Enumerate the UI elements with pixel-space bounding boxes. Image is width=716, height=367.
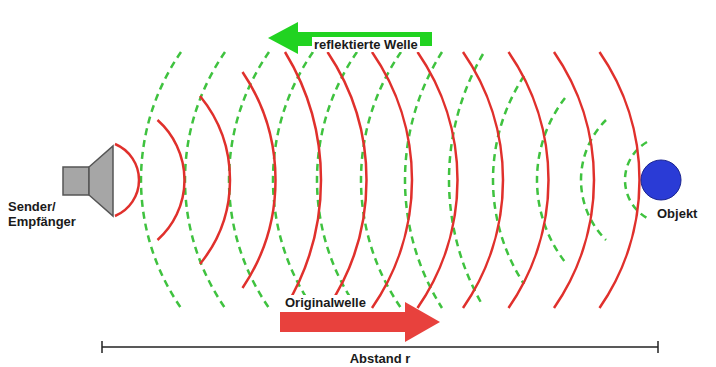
wave-label: Originalwelle <box>283 295 368 310</box>
reflected-arrow <box>268 22 432 54</box>
reflected-wavefront <box>229 52 269 308</box>
speaker-symbol <box>63 146 113 216</box>
original-wavefront <box>554 52 594 308</box>
wave-fronts <box>115 52 647 308</box>
original-wavefront <box>115 144 139 216</box>
original-wavefront <box>372 52 412 308</box>
original-wavefront <box>600 52 640 308</box>
reflected-wavefront <box>405 52 442 308</box>
reflected-wavefront <box>141 52 181 308</box>
original-wavefront <box>328 52 367 308</box>
original-wavefront <box>418 52 458 308</box>
object-label: Objekt <box>657 206 697 221</box>
original-wavefront <box>463 52 503 308</box>
device-label: Sender/ Empfänger <box>8 199 108 229</box>
reflected-wavefront <box>185 52 225 308</box>
distance-label: Abstand r <box>348 351 413 366</box>
reflected-wavefront <box>493 76 524 284</box>
original-wavefront <box>158 120 185 240</box>
object-sphere <box>641 160 681 200</box>
reflected-wavefront <box>317 52 357 308</box>
original-wavefront <box>509 52 549 308</box>
original-wavefront <box>200 96 230 264</box>
reflected-wavefront <box>449 54 483 306</box>
original-wavefront <box>243 72 276 288</box>
original-wavefront <box>285 52 321 308</box>
reflected-wavefront <box>273 52 313 308</box>
wave-label: reflektierte Welle <box>312 37 420 52</box>
